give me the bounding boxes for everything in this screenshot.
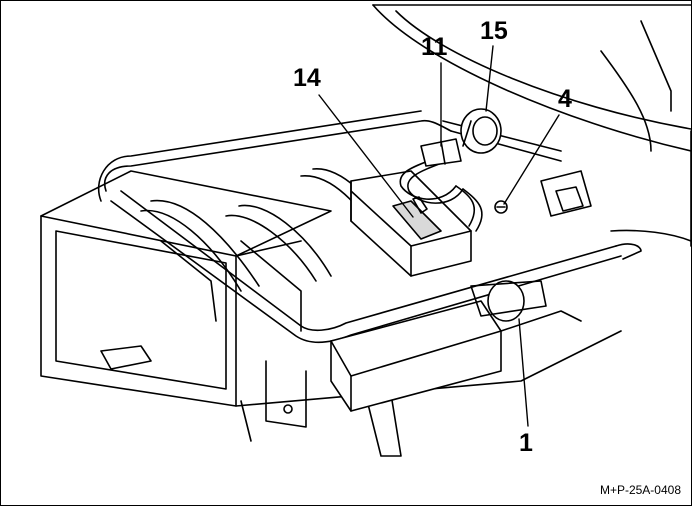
leader-lines	[318, 45, 560, 427]
seat-frame-base	[40, 170, 622, 457]
callout-1: 1	[519, 429, 533, 457]
figure-reference-code: M+P-25A-0408	[599, 483, 681, 497]
vehicle-body-outline	[372, 4, 691, 247]
callout-11: 11	[421, 33, 448, 61]
seat-actuator	[330, 280, 582, 412]
centre-housing	[350, 170, 472, 277]
leader-line-15	[485, 45, 494, 112]
callout-4: 4	[558, 85, 572, 113]
leader-line-14	[318, 94, 414, 218]
leader-line-1	[518, 318, 529, 427]
screw	[494, 170, 592, 217]
callout-14: 14	[293, 64, 321, 92]
callout-15: 15	[480, 17, 508, 45]
wiring-harness	[399, 108, 502, 232]
leader-line-4	[503, 114, 560, 205]
